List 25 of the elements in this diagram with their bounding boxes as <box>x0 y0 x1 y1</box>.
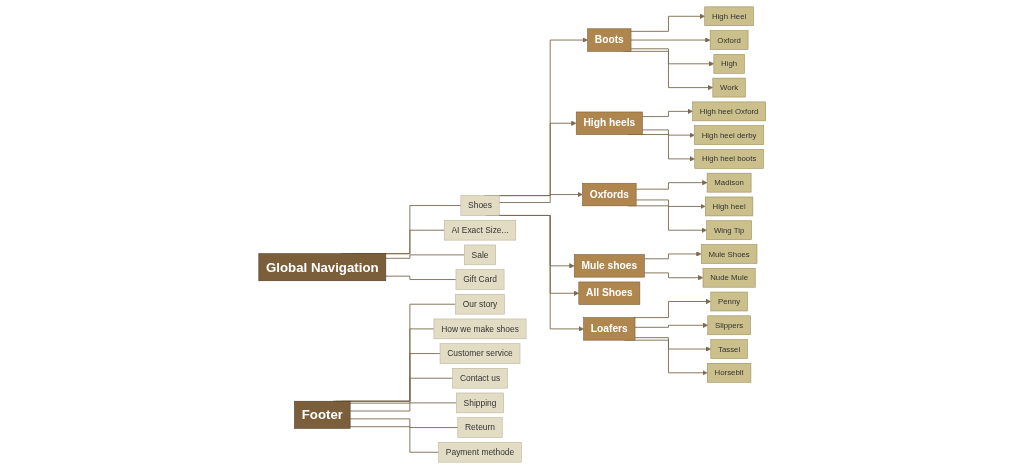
connector <box>385 275 457 280</box>
node-box: All Shoes <box>578 281 640 305</box>
connector <box>349 418 458 428</box>
node-box: Global Navigation <box>258 253 386 282</box>
node-box: How we make shoes <box>433 318 527 340</box>
connector <box>349 426 439 453</box>
node-box: Oxfords <box>581 182 637 207</box>
node-box: Shipping <box>455 392 504 414</box>
node-box: Mule shoes <box>573 254 645 278</box>
node-box: Payment methode <box>438 442 522 463</box>
connector <box>349 377 453 404</box>
node-box: Customer service <box>439 343 521 364</box>
node-box: Contact us <box>452 368 508 389</box>
node-box: Boots <box>587 28 632 52</box>
node-box: Sale <box>463 244 496 266</box>
node-box: AI Exact Size... <box>443 220 516 241</box>
node-box: High heels <box>575 111 643 135</box>
node-box: Gift Card <box>455 269 505 290</box>
node-box: Reteurn <box>457 417 503 438</box>
node-box: Our story <box>454 294 505 315</box>
node-box: Loafers <box>583 317 636 341</box>
node-box: Footer <box>293 400 351 429</box>
connector <box>349 402 457 412</box>
node-box: Shoes <box>460 195 500 216</box>
connector <box>385 254 465 259</box>
